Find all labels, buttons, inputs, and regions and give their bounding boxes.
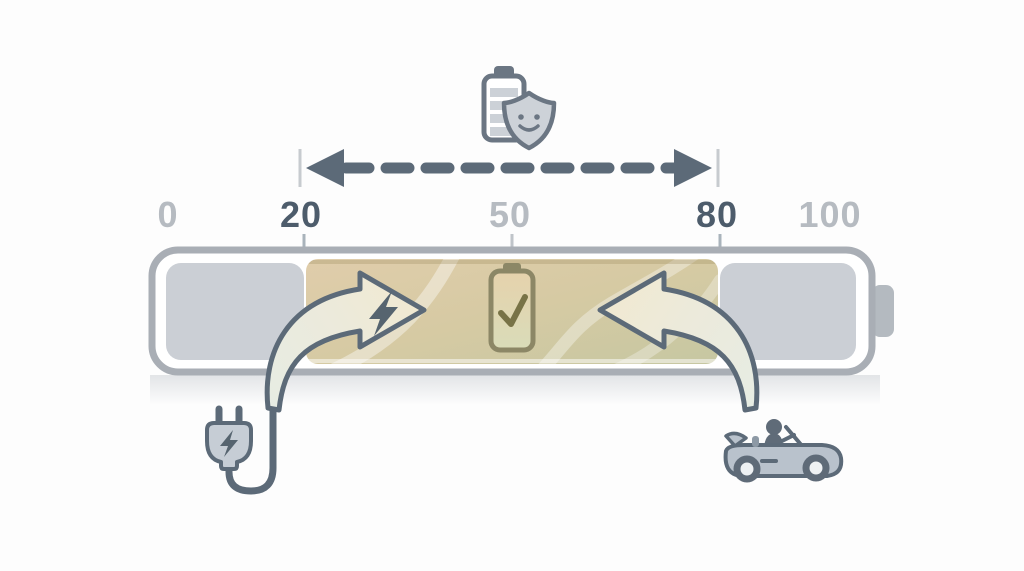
top-battery-bar-4 bbox=[490, 127, 518, 136]
battery-health-icon bbox=[481, 66, 557, 151]
scale-label-0: 0 bbox=[157, 194, 178, 235]
optimal-battery-check-icon bbox=[488, 263, 536, 353]
segment-0-20 bbox=[166, 263, 304, 360]
shield-icon bbox=[501, 90, 557, 151]
plug-lightning-icon bbox=[220, 430, 238, 457]
plug-cord bbox=[225, 396, 277, 495]
arrowhead-right-icon bbox=[674, 149, 712, 187]
scale-label-80: 80 bbox=[696, 194, 738, 235]
scale-label-50: 50 bbox=[489, 194, 531, 235]
car-seat-back bbox=[752, 436, 759, 447]
battery-body bbox=[488, 268, 536, 353]
power-plug-icon bbox=[205, 405, 253, 471]
car-wheel-rear bbox=[733, 455, 761, 483]
scale-label-100: 100 bbox=[798, 194, 861, 235]
car-wheel-front bbox=[802, 454, 830, 482]
checkmark-icon bbox=[498, 294, 528, 327]
range-span-arrow bbox=[298, 149, 720, 187]
car-icon bbox=[723, 419, 844, 483]
lightning-bolt-icon bbox=[369, 291, 398, 336]
car-rear-flick bbox=[724, 431, 748, 448]
battery-bar bbox=[148, 246, 894, 376]
battery-terminal-nub bbox=[872, 285, 894, 337]
arrowhead-left-icon bbox=[306, 149, 344, 187]
smiley-mouth bbox=[518, 124, 540, 132]
smiley-eye-left bbox=[518, 114, 524, 120]
bar-shadow bbox=[150, 375, 880, 405]
segment-80-100 bbox=[720, 263, 856, 360]
top-battery-bar-1 bbox=[490, 88, 518, 97]
scale-label-20: 20 bbox=[280, 194, 322, 235]
scale-labels: 0 20 50 80 100 bbox=[157, 194, 861, 250]
car-steering-wheel bbox=[780, 433, 796, 443]
smiley-eye-right bbox=[534, 114, 540, 120]
driver-head bbox=[766, 419, 782, 435]
charge-arrow-icon bbox=[267, 273, 424, 410]
